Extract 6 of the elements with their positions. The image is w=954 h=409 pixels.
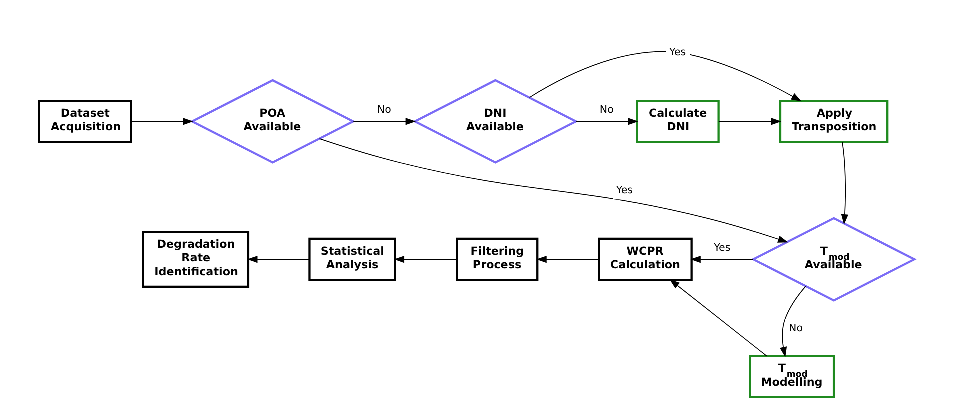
edge-label: No [600, 104, 614, 116]
edge-label: Yes [616, 184, 634, 197]
edge-label: No [377, 104, 392, 116]
edge-label: No [789, 322, 804, 335]
edge-label: Yes [714, 242, 731, 254]
edge-label: Yes [670, 46, 686, 59]
